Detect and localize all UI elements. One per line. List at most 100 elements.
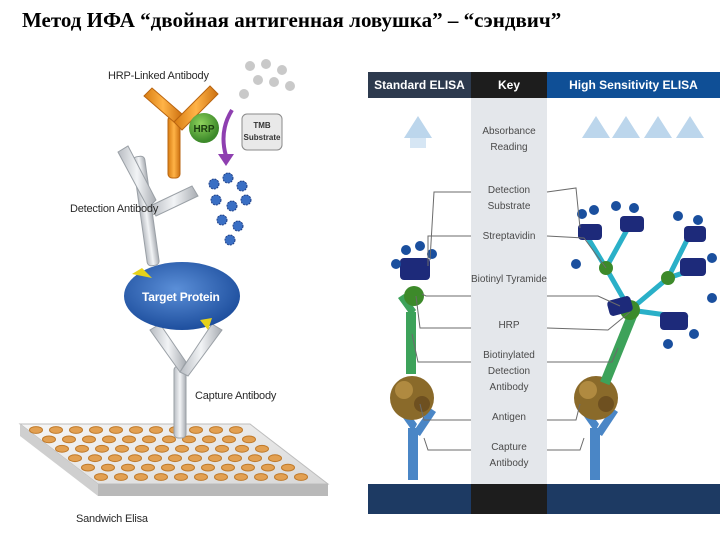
plate-well — [268, 454, 282, 463]
plate-well — [155, 444, 169, 453]
plate-well — [89, 426, 103, 434]
standard-elisa-header: Standard ELISA — [368, 72, 471, 98]
key-absorbance-reading: Absorbance Reading — [482, 126, 536, 153]
substrate-particle — [224, 234, 236, 246]
hs-substrate-drop — [577, 209, 587, 219]
key-detection-substrate: Detection Substrate — [487, 185, 531, 212]
plate-well — [215, 444, 229, 453]
key-connectors — [411, 187, 631, 451]
standard-hrp — [404, 286, 424, 306]
substrate-particle — [210, 194, 222, 206]
plate-well — [229, 426, 243, 434]
hrp-enzyme — [189, 113, 219, 143]
plate-well — [148, 454, 162, 463]
plate-well — [255, 444, 269, 453]
plate-well — [81, 463, 95, 472]
plate-well — [101, 463, 115, 472]
hs-substrate-drop — [673, 211, 683, 221]
plate-well — [122, 435, 136, 444]
plate-well — [182, 435, 196, 444]
detection-antibody — [117, 145, 199, 267]
plate-well — [49, 426, 63, 434]
hrp-label: HRP — [193, 124, 214, 135]
detection-antibody-label: Detection Antibody — [70, 203, 159, 215]
plate-well — [115, 444, 129, 453]
hs-substrate-drops — [571, 201, 717, 349]
substrate-particle — [236, 180, 248, 192]
tmb-label: TMB — [253, 121, 271, 130]
unreacted-particle — [277, 65, 287, 75]
hs-substrate-drop — [589, 205, 599, 215]
plate-well — [62, 435, 76, 444]
hrp-linked-antibody — [143, 85, 219, 179]
standard-substrate-drops — [391, 241, 437, 269]
plate-well — [248, 454, 262, 463]
plate-well — [121, 463, 135, 472]
plate-well — [195, 444, 209, 453]
plate-well — [129, 426, 143, 434]
substrate-particle — [222, 172, 234, 184]
plate-well — [234, 473, 248, 481]
plate-well — [108, 454, 122, 463]
hs-detection-antibody — [600, 312, 638, 386]
unreacted-particle — [269, 77, 279, 87]
plate-well — [201, 463, 215, 472]
absorbance-arrows — [404, 116, 704, 148]
plate-well — [202, 435, 216, 444]
plate-well — [222, 435, 236, 444]
key-hrp: HRP — [498, 320, 520, 331]
comparison-panel — [368, 72, 720, 514]
tmb-substrate-badge: TMB Substrate — [241, 113, 283, 151]
key-biotinyl-tyramide: Biotinyl Tyramide — [471, 274, 547, 285]
hs-substrate-drop — [571, 259, 581, 269]
hs-amplification-network — [578, 216, 706, 330]
comparison-drawing — [390, 116, 717, 480]
plate-well — [75, 444, 89, 453]
sandwich-elisa-label: Sandwich Elisa — [76, 513, 148, 525]
reaction-arrow — [221, 108, 234, 157]
sandwich-elisa-diagram: HRP TMB Substrate — [18, 59, 330, 496]
plate-well — [109, 426, 123, 434]
substrate-particle — [208, 178, 220, 190]
substrate-particle — [216, 214, 228, 226]
hs-substrate-drop — [707, 293, 717, 303]
plate-well — [181, 463, 195, 472]
plate-well — [149, 426, 163, 434]
key-antigen: Antigen — [492, 412, 526, 423]
plate-well — [209, 426, 223, 434]
plate-well — [154, 473, 168, 481]
plate-wells — [29, 426, 308, 481]
hs-substrate-drop — [707, 253, 717, 263]
substrate-particle — [240, 194, 252, 206]
key-streptavidin: Streptavidin — [482, 231, 536, 242]
plate-well — [228, 454, 242, 463]
hs-substrate-drop — [663, 339, 673, 349]
plate-well — [174, 473, 188, 481]
plate-well — [208, 454, 222, 463]
plate-well — [294, 473, 308, 481]
target-protein-label: Target Protein — [142, 290, 220, 304]
plate-well — [69, 426, 83, 434]
substrate-particle — [226, 200, 238, 212]
plate-well — [142, 435, 156, 444]
hs-substrate-drop — [629, 203, 639, 213]
epitope-marker — [132, 268, 152, 278]
plate-well — [88, 454, 102, 463]
key-column-bg — [471, 98, 547, 510]
plate-well — [114, 473, 128, 481]
unreacted-particle — [245, 61, 255, 71]
slide-title: Метод ИФА “двойная антигенная ловушка” –… — [22, 8, 562, 32]
plate-well — [162, 435, 176, 444]
key-header: Key — [471, 72, 547, 98]
capture-antibody-label: Capture Antibody — [195, 390, 277, 402]
unreacted-particle — [261, 59, 271, 69]
plate-well — [102, 435, 116, 444]
plate-well — [134, 473, 148, 481]
plate-well — [55, 444, 69, 453]
substrate-label: Substrate — [244, 133, 281, 142]
high-sensitivity-header: High Sensitivity ELISA — [547, 72, 720, 98]
plate-well — [235, 444, 249, 453]
plate-well — [29, 426, 43, 434]
plate-well — [168, 454, 182, 463]
hs-antigen — [574, 376, 618, 420]
